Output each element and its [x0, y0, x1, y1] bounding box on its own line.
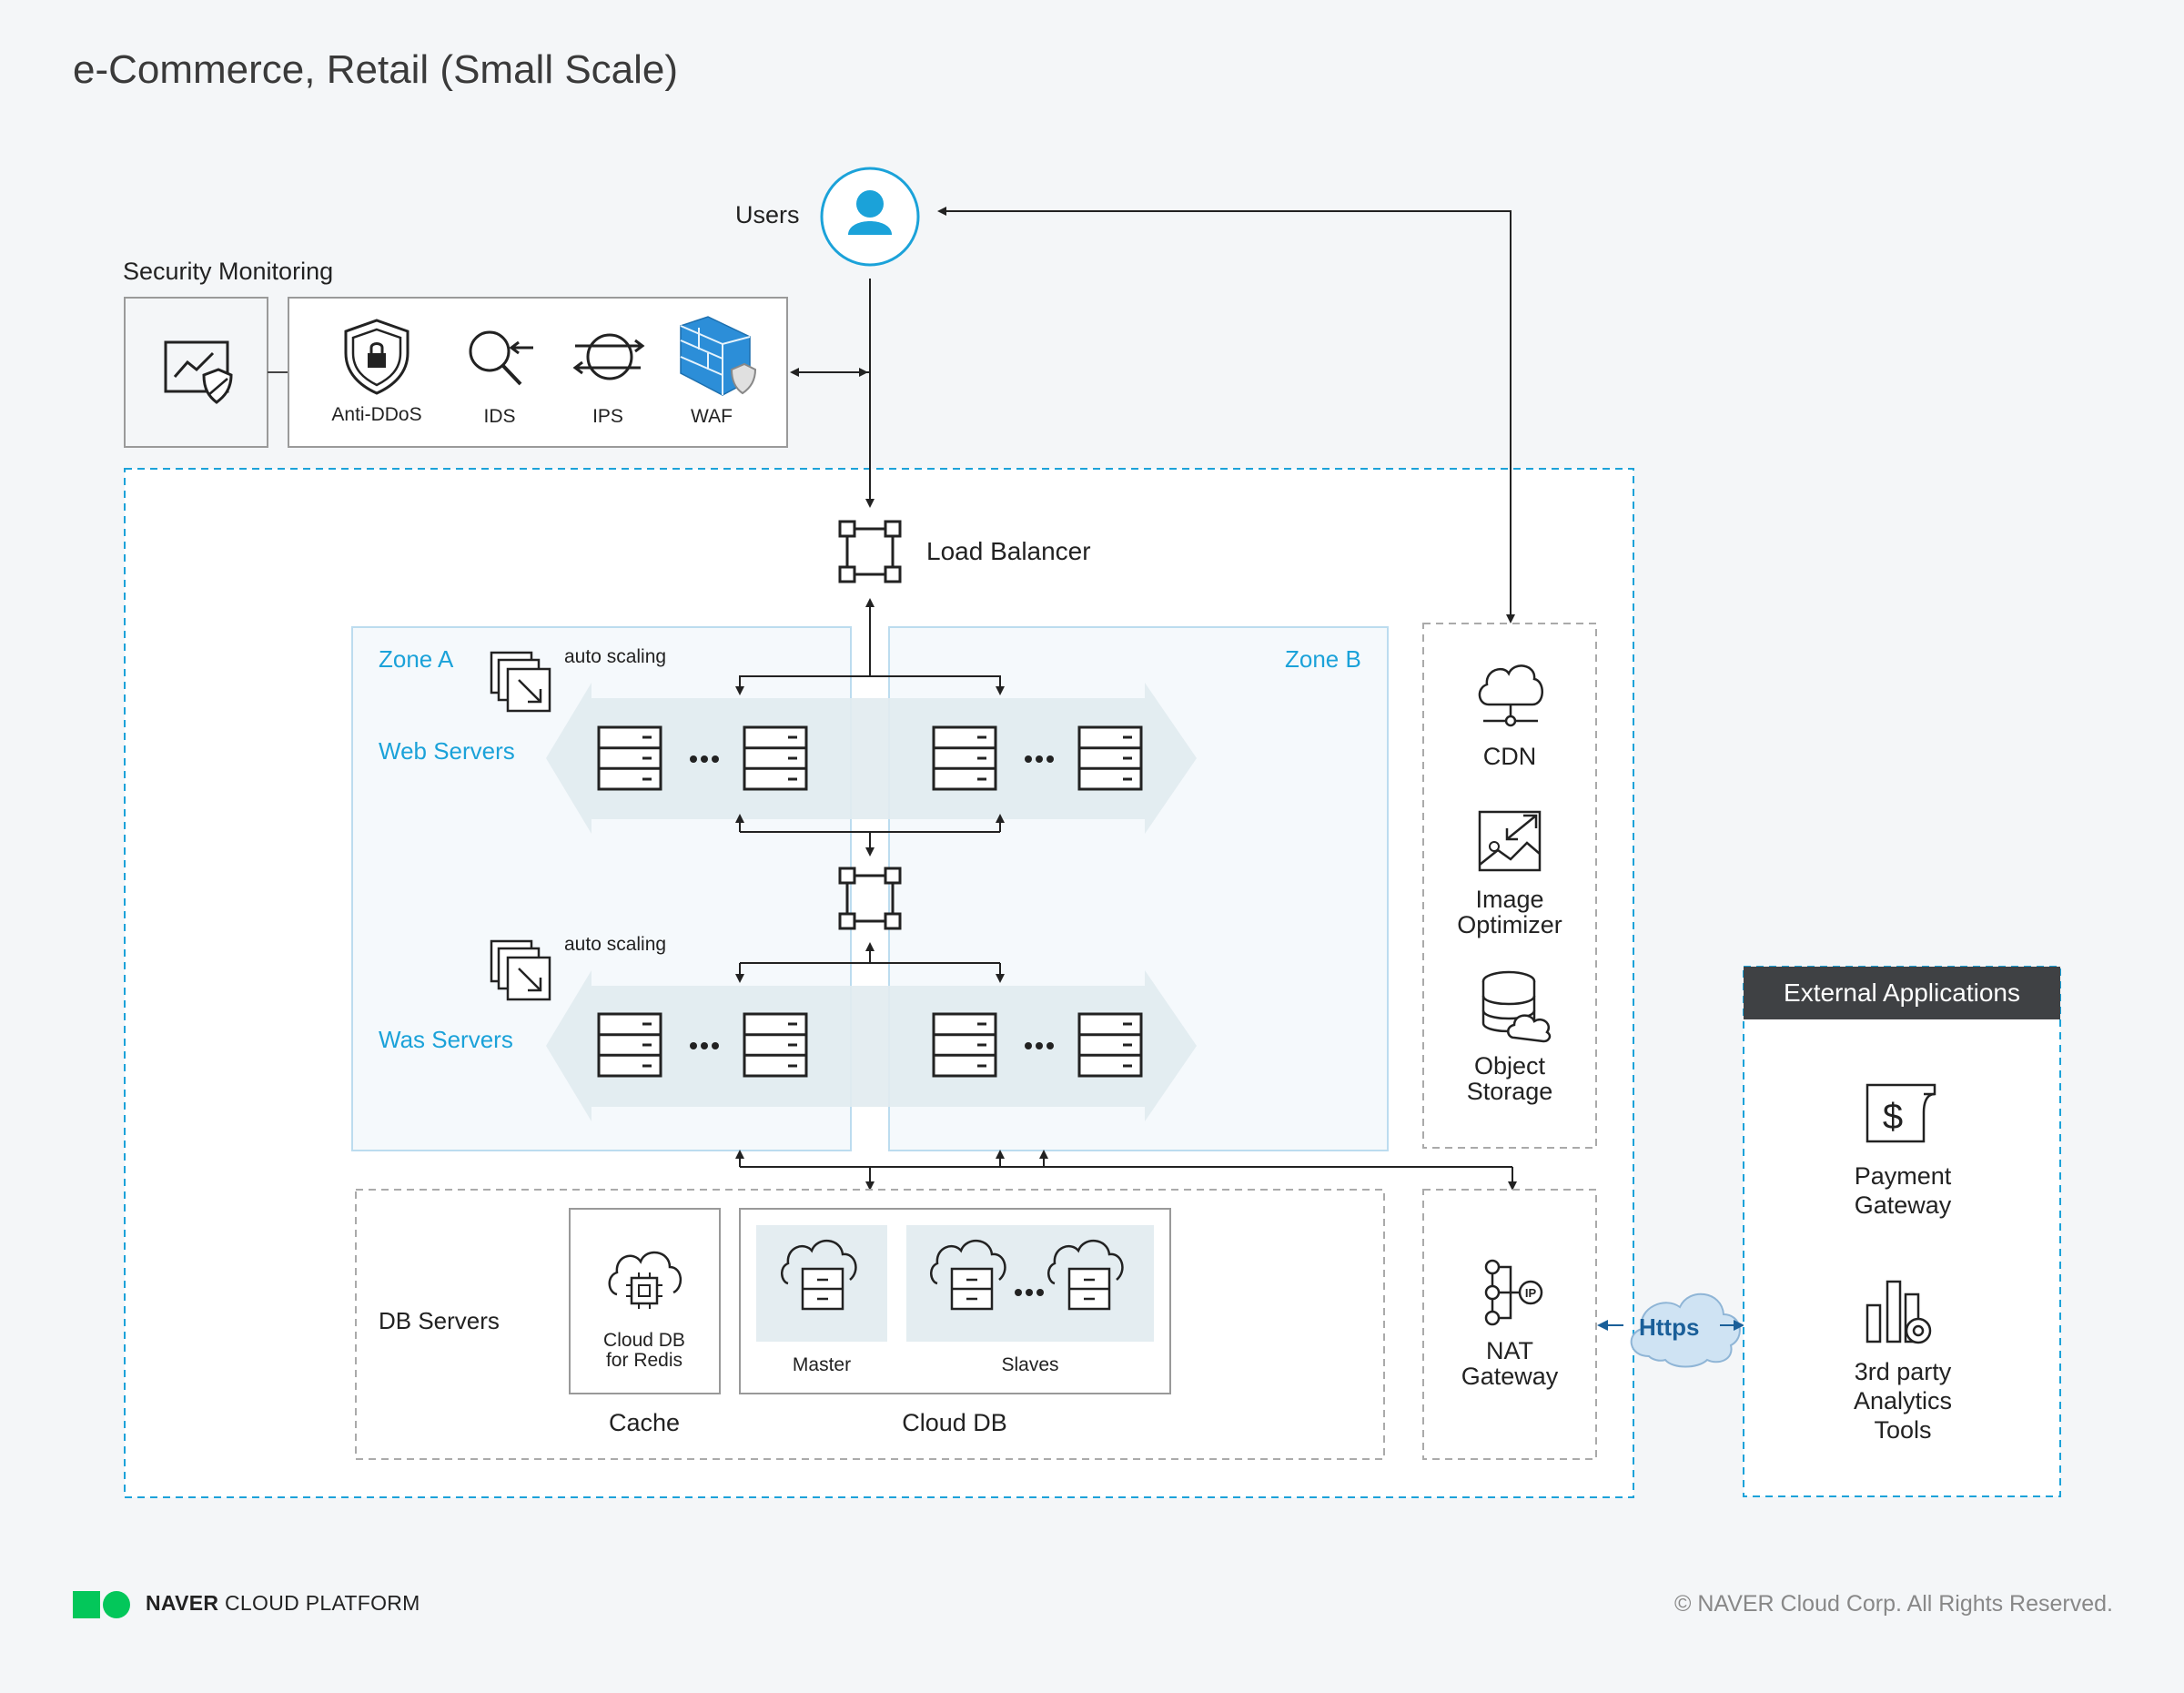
payment-gateway-line-2: Gateway: [1854, 1191, 1952, 1219]
cloud-chip-icon: [608, 1251, 682, 1309]
security-monitoring-label: Security Monitoring: [123, 258, 334, 285]
was-auto-scaling-label: auto scaling: [564, 934, 667, 955]
nat-gateway-label: NAT Gateway: [1461, 1338, 1559, 1389]
brand-logo: [73, 1591, 130, 1618]
shield-lock-icon: [344, 319, 410, 395]
cdn-label: CDN: [1482, 743, 1537, 770]
cloud-db-label: Cloud DB: [902, 1409, 1007, 1436]
page-title: e-Commerce, Retail (Small Scale): [73, 47, 679, 92]
payment-icon: $: [1866, 1083, 1936, 1143]
nat-gateway-icon: IP: [1484, 1259, 1543, 1326]
https-label: Https: [1639, 1313, 1700, 1341]
cloud-icon: [1630, 1293, 1741, 1368]
cloud-db-redis-line-1: Cloud DB: [603, 1330, 685, 1351]
zone-a-label: Zone A: [379, 645, 454, 673]
payment-gateway-label: Payment Gateway: [1855, 1161, 1952, 1220]
nat-gateway-line-2: Gateway: [1461, 1363, 1559, 1390]
ips-icon: [572, 333, 645, 380]
server-icon: [597, 725, 662, 791]
monitor-shield-icon: [164, 340, 233, 404]
firewall-icon: [680, 316, 757, 396]
server-icon: [932, 725, 997, 791]
image-optimizer-line-2: Optimizer: [1457, 911, 1562, 938]
server-icon: [932, 1012, 997, 1078]
server-icon: [743, 1012, 808, 1078]
web-servers-label: Web Servers: [379, 737, 515, 765]
brand-bold: NAVER: [146, 1591, 219, 1615]
image-optimizer-label: Image Optimizer: [1457, 887, 1562, 938]
nat-gateway-line-1: NAT: [1486, 1337, 1533, 1364]
server-icon: [597, 1012, 662, 1078]
was-servers-label: Was Servers: [379, 1026, 513, 1053]
analytics-tools-label: 3rd party Analytics Tools: [1854, 1357, 1952, 1445]
cdn-icon: [1478, 664, 1543, 727]
external-applications-header: External Applications: [1744, 967, 2060, 1019]
waf-label: WAF: [691, 406, 733, 427]
anti-ddos-label: Anti-DDoS: [331, 404, 422, 425]
object-storage-label: Object Storage: [1467, 1053, 1553, 1104]
analytics-line-3: Tools: [1874, 1416, 1932, 1444]
svg-text:IP: IP: [1525, 1286, 1537, 1300]
image-optimizer-line-1: Image: [1475, 886, 1544, 913]
load-balancer-label: Load Balancer: [926, 537, 1091, 565]
brand-name: NAVER CLOUD PLATFORM: [146, 1591, 420, 1616]
web-auto-scaling-label: auto scaling: [564, 646, 667, 667]
cloud-db-redis-line-2: for Redis: [605, 1350, 683, 1371]
analytics-line-1: 3rd party: [1854, 1358, 1952, 1385]
server-icon: [1077, 1012, 1143, 1078]
object-storage-icon: [1481, 970, 1552, 1043]
ids-label: IDS: [483, 406, 516, 427]
users-label: Users: [735, 201, 800, 228]
magnifier-icon: [469, 330, 533, 386]
cloud-db-redis-label: Cloud DB for Redis: [603, 1331, 685, 1371]
copyright: © NAVER Cloud Corp. All Rights Reserved.: [1673, 1591, 2113, 1617]
analytics-icon: [1866, 1280, 1932, 1344]
object-storage-line-1: Object: [1473, 1052, 1546, 1080]
slaves-label: Slaves: [1001, 1354, 1059, 1375]
user-icon[interactable]: [820, 167, 920, 267]
ips-label: IPS: [592, 406, 623, 427]
image-optimizer-icon: [1478, 810, 1542, 872]
svg-text:$: $: [1883, 1097, 1903, 1137]
master-label: Master: [792, 1354, 852, 1375]
brand-rest: CLOUD PLATFORM: [225, 1591, 420, 1615]
cache-label: Cache: [608, 1409, 681, 1436]
server-icon: [743, 725, 808, 791]
server-icon: [1077, 725, 1143, 791]
analytics-line-2: Analytics: [1853, 1387, 1953, 1414]
db-servers-label: DB Servers: [379, 1307, 500, 1334]
object-storage-line-2: Storage: [1466, 1078, 1553, 1105]
zone-b-label: Zone B: [1285, 645, 1361, 673]
payment-gateway-line-1: Payment: [1854, 1162, 1952, 1190]
